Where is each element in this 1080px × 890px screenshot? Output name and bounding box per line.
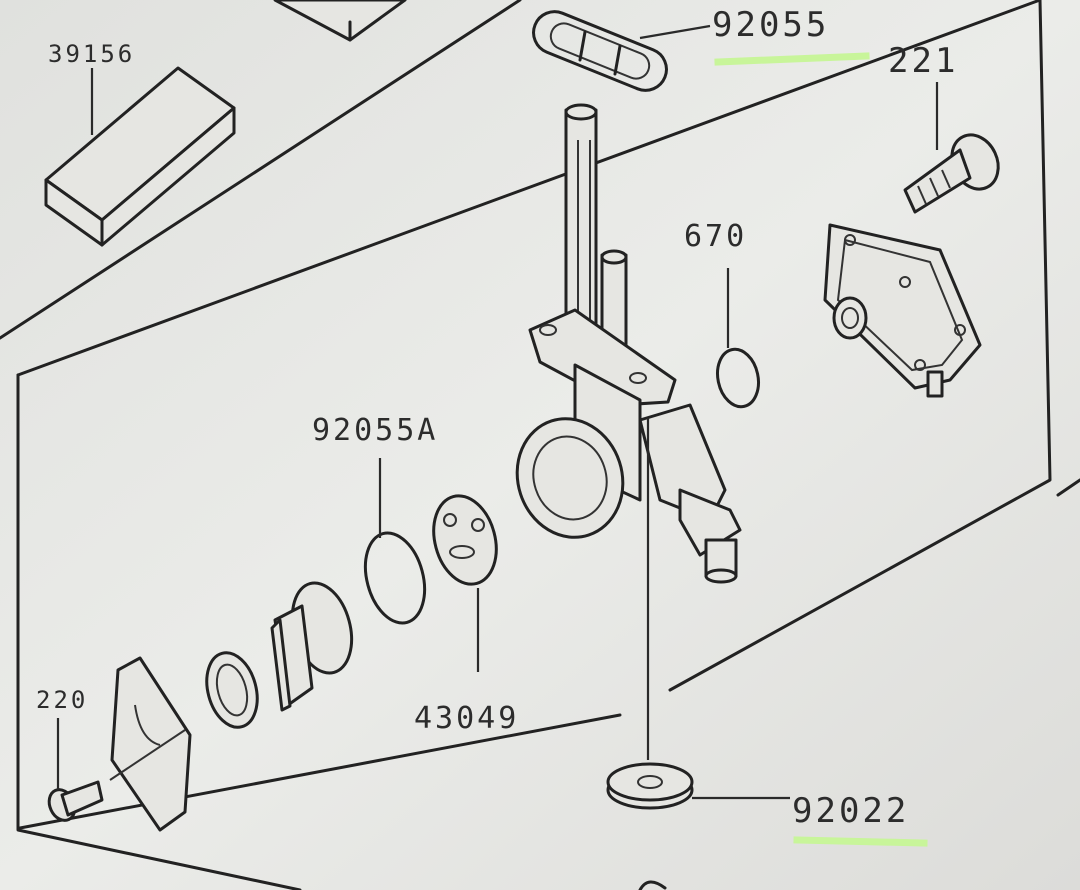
label-92055: 92055 xyxy=(712,5,829,45)
part-bottom-partial xyxy=(638,880,667,890)
leader-92055 xyxy=(639,24,711,40)
label-92022: 92022 xyxy=(792,791,909,831)
label-92055A: 92055A xyxy=(312,413,438,448)
part-top-box xyxy=(273,0,407,42)
part-43049-gasket xyxy=(432,494,498,586)
label-220: 220 xyxy=(36,686,88,714)
label-670: 670 xyxy=(684,219,747,254)
part-92055-gasket xyxy=(532,10,668,92)
part-92055A-o-ring xyxy=(363,531,427,625)
part-221-screw xyxy=(903,133,1000,214)
label-43049: 43049 xyxy=(414,701,519,736)
part-cover-plate xyxy=(823,223,982,398)
highlight-92022 xyxy=(793,836,928,847)
highlight-92055 xyxy=(714,52,870,66)
part-39156-pad xyxy=(44,66,236,247)
part-fuel-valve-body xyxy=(515,103,742,584)
part-670-o-ring xyxy=(716,347,760,409)
label-39156: 39156 xyxy=(48,40,135,68)
part-92022-washer xyxy=(606,762,694,810)
part-220-screw xyxy=(47,780,104,822)
part-front-plate xyxy=(109,656,192,832)
part-washer xyxy=(205,651,259,729)
part-valve-lever xyxy=(270,581,354,712)
label-221: 221 xyxy=(888,41,958,81)
